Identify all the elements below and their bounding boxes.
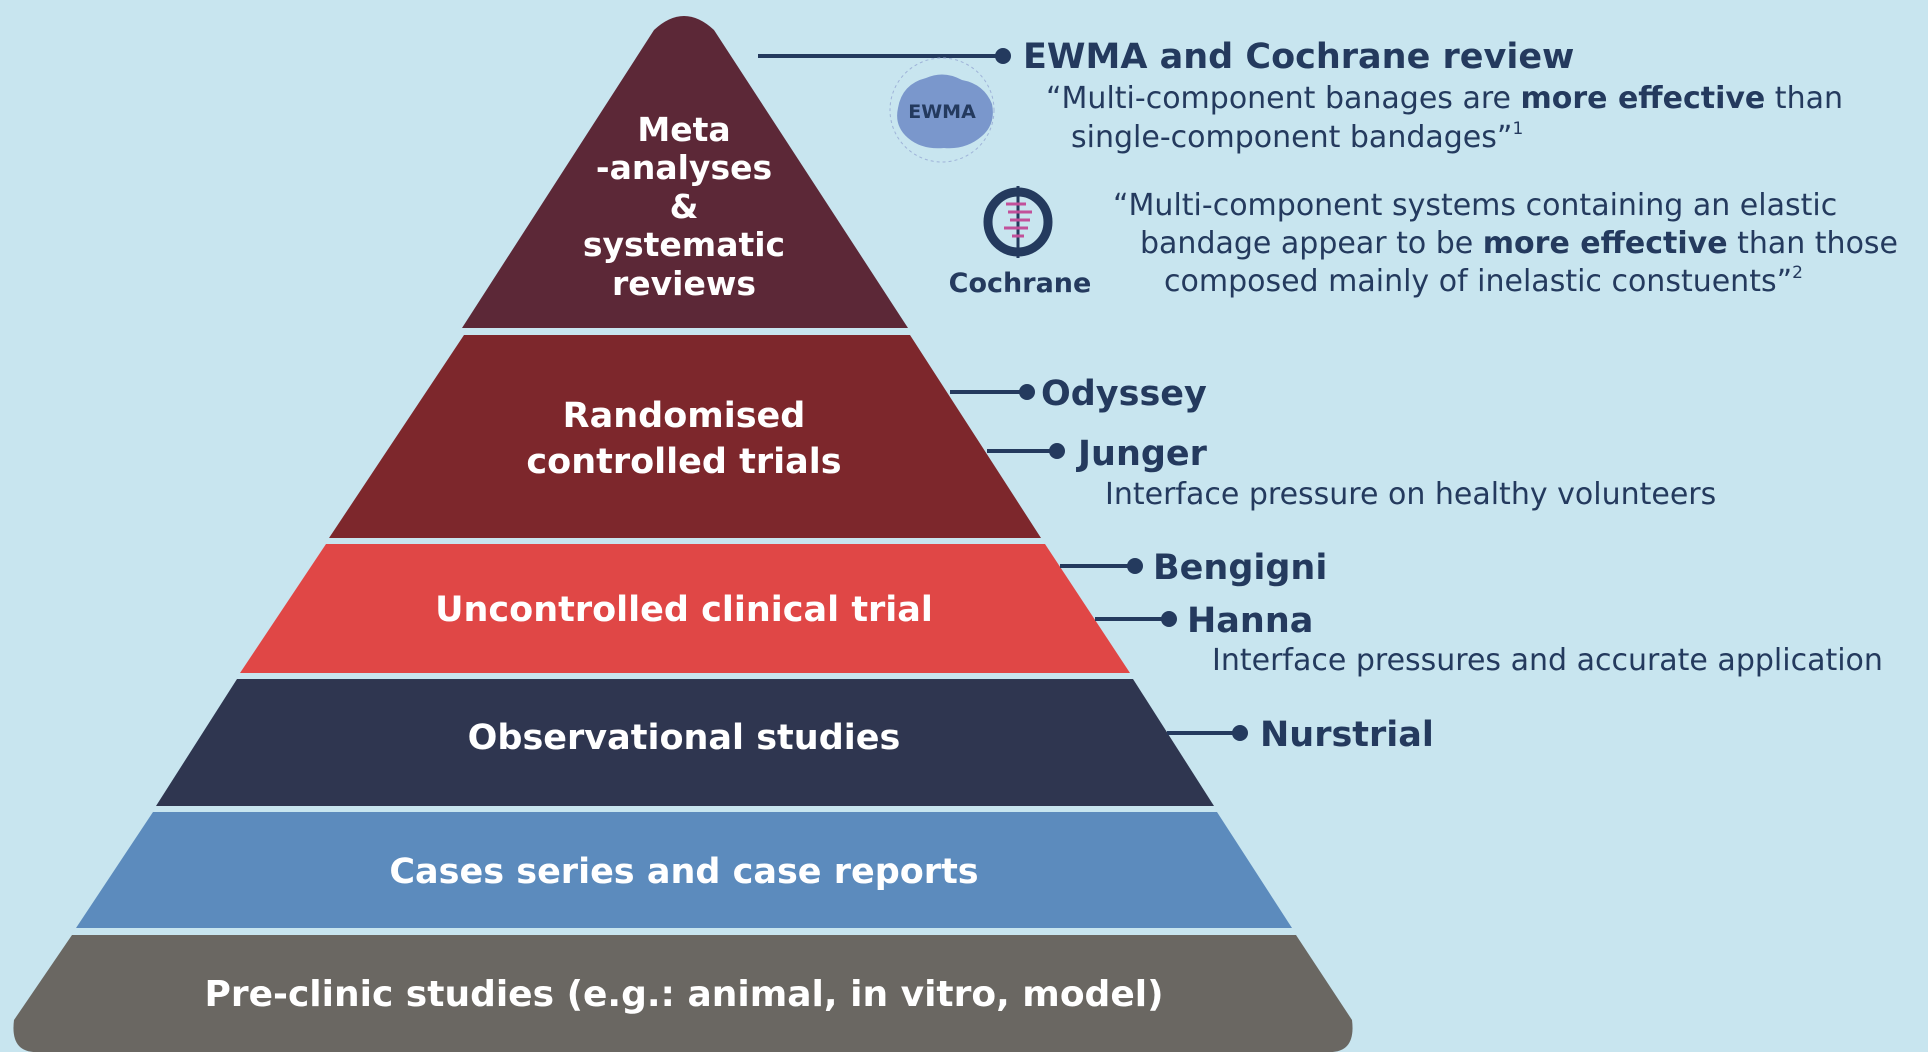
ewma-quote-line-1-c: than — [1765, 81, 1843, 116]
cochrane-forest-plot — [1004, 202, 1032, 238]
level-meta-line-2: -analyses — [596, 148, 772, 187]
connector-dot-nurstrial — [1232, 725, 1248, 741]
connector-dot-review — [995, 48, 1011, 64]
connectors — [758, 48, 1248, 741]
level-preclinic-label: Pre-clinic studies (e.g.: animal, in vit… — [204, 974, 1163, 1015]
ewma-quote-emphasis: more effective — [1521, 81, 1766, 116]
ewma-quote-footnote: 1 — [1512, 119, 1523, 139]
ewma-quote-line-2-text: single-component bandages” — [1071, 120, 1512, 155]
level-meta-line-1: Meta — [637, 110, 730, 149]
pyramid-level-preclinic — [13, 935, 1353, 1052]
pyramid-level-uncontrolled-trial — [240, 544, 1130, 673]
level-rct-line-2: controlled trials — [526, 442, 841, 482]
connector-dot-bengigni — [1127, 558, 1143, 574]
ewma-quote-line-1: “Multi-component banages are more effect… — [1046, 81, 1843, 116]
level-meta-line-4: systematic — [583, 225, 785, 264]
ewma-quote-line-1-a: “Multi-component banages are — [1046, 81, 1521, 116]
callout-nurstrial-title: Nurstrial — [1260, 715, 1434, 755]
level-case-series-label: Cases series and case reports — [389, 852, 978, 892]
cochrane-logo: Cochrane — [949, 186, 1092, 299]
callout-bengigni-title: Bengigni — [1153, 548, 1327, 588]
pyramid-level-meta-analyses — [462, 16, 908, 328]
cochrane-quote-line-2: bandage appear to be more effective than… — [1140, 226, 1898, 261]
cochrane-quote-line-3: composed mainly of inelastic constuents”… — [1164, 263, 1803, 299]
level-meta-line-5: reviews — [612, 264, 756, 303]
cochrane-quote-line-2-c: than those — [1728, 226, 1898, 261]
connector-dot-hanna — [1161, 611, 1177, 627]
pyramid-level-rct — [329, 335, 1041, 538]
level-uncontrolled-label: Uncontrolled clinical trial — [435, 590, 933, 630]
callouts: EWMA and Cochrane review “Multi-componen… — [1023, 37, 1898, 755]
cochrane-quote-emphasis: more effective — [1483, 226, 1728, 261]
callout-odyssey-title: Odyssey — [1041, 374, 1207, 414]
ewma-logo-ring — [889, 57, 995, 163]
cochrane-quote-line-3-text: composed mainly of inelastic constuents” — [1164, 264, 1792, 299]
ewma-logo: EWMA — [889, 57, 995, 163]
cochrane-quote-footnote: 2 — [1792, 263, 1803, 283]
connector-dot-junger — [1049, 443, 1065, 459]
callout-junger-note: Interface pressure on healthy volunteers — [1105, 477, 1716, 512]
level-observational-label: Observational studies — [468, 718, 901, 758]
callout-hanna-title: Hanna — [1187, 601, 1313, 641]
callout-junger-title: Junger — [1076, 434, 1208, 474]
callout-hanna-note: Interface pressures and accurate applica… — [1212, 643, 1883, 678]
level-rct-line-1: Randomised — [563, 396, 806, 436]
cochrane-quote-line-1: “Multi-component systems containing an e… — [1113, 188, 1837, 223]
pyramid — [13, 16, 1353, 1052]
pyramid-labels: Meta -analyses & systematic reviews Rand… — [204, 110, 1163, 1015]
level-meta-line-3: & — [670, 187, 699, 226]
ewma-logo-text: EWMA — [908, 101, 976, 123]
cochrane-quote-line-2-a: bandage appear to be — [1140, 226, 1483, 261]
pyramid-level-case-series — [76, 812, 1292, 928]
ewma-quote-line-2: single-component bandages”1 — [1071, 119, 1523, 155]
cochrane-logo-text: Cochrane — [949, 268, 1092, 299]
pyramid-level-observational — [156, 679, 1214, 806]
ewma-map-shape — [897, 74, 993, 149]
connector-dot-odyssey — [1019, 384, 1035, 400]
callout-review-title: EWMA and Cochrane review — [1023, 37, 1574, 77]
